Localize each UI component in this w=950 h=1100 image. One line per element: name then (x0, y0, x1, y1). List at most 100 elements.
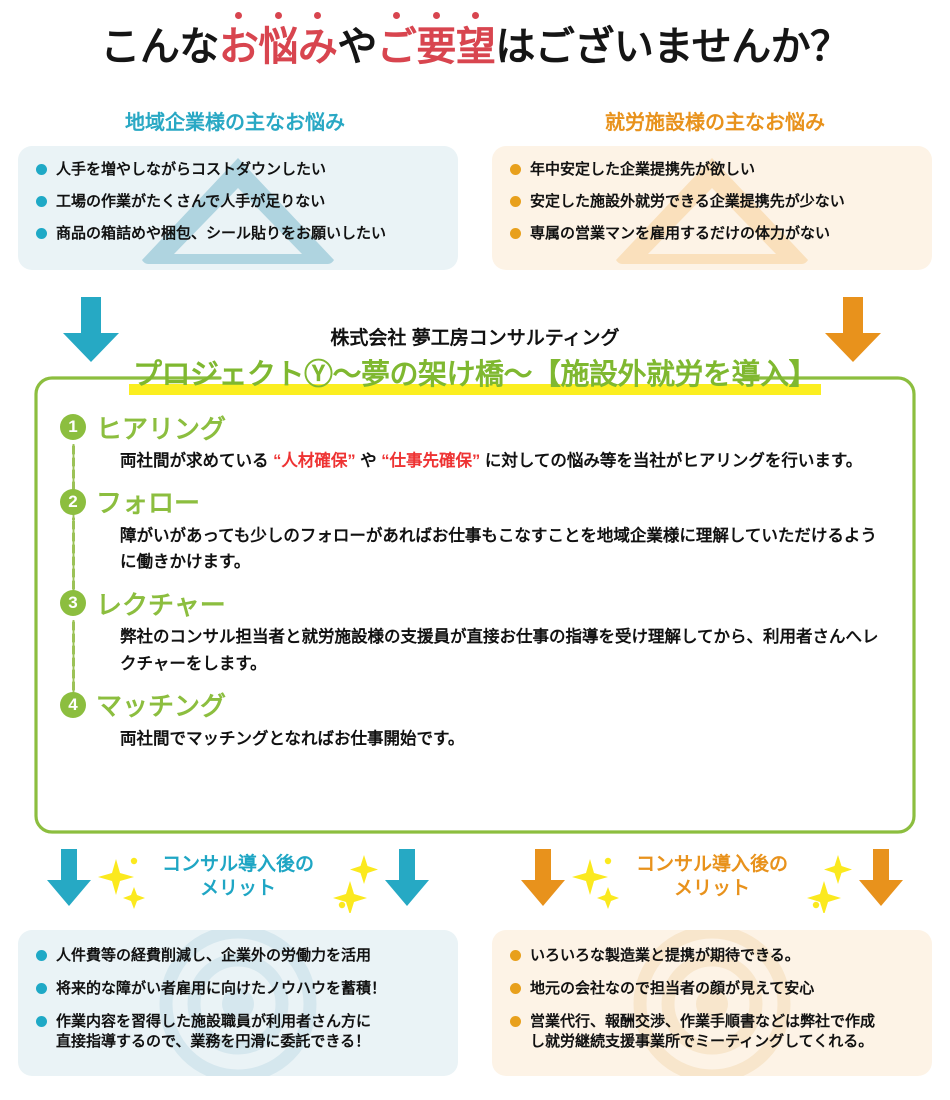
down-arrow-teal-icon (384, 849, 430, 912)
list-item: 人手を増やしながらコストダウンしたい (36, 162, 458, 177)
list-item: 専属の営業マンを雇用するだけの体力がない (510, 226, 932, 241)
bullet-dot-icon (36, 196, 47, 207)
step-number-badge: 4 (60, 691, 86, 718)
merit-header-line1: コンサル導入後の (161, 854, 314, 875)
list-item: 年中安定した企業提携先が欲しい (510, 162, 932, 177)
warning-triangle-watermark-icon (616, 158, 808, 264)
down-arrow-orange-icon (824, 297, 882, 363)
project-company-name: 株式会社 夢工房コンサルティング (330, 328, 620, 349)
problems-heading-facility: 就労施設様の主なお悩み (605, 112, 825, 134)
merit-list-company: 人件費等の経費削減し、企業外の労働力を活用 将来的な障がい者雇用に向けたノウハウ… (18, 930, 458, 1052)
list-item: 作業内容を習得した施設職員が利用者さん方に 直接指導するので、業務を円滑に委託で… (36, 1012, 458, 1052)
list-item-label: いろいろな製造業と提携が期待できる。 (530, 947, 800, 964)
step-text-post: に対しての悩み等を当社がヒアリングを行います。 (480, 452, 863, 470)
merit-header-text: コンサル導入後の メリット (18, 853, 458, 902)
emphasis-dots-worries (219, 12, 338, 19)
down-arrow-orange-icon (520, 849, 566, 912)
list-item-label: 地元の会社なので担当者の顔が見えて安心 (530, 980, 815, 998)
list-item: 商品の箱詰めや梱包、シール貼りをお願いしたい (36, 226, 458, 241)
process-box: 1 ヒアリング 両社間が求めている “人材確保” や “仕事先確保” に対しての… (32, 374, 918, 836)
step-highlight-1: “人材確保” (273, 452, 356, 470)
page-title: こんなお悩みやご要望はございませんか？ (0, 12, 950, 72)
title-segment-plain-2: はございませんか？ (495, 25, 850, 69)
bullet-dot-icon (36, 228, 47, 239)
step-description: 両社間が求めている “人材確保” や “仕事先確保” に対しての悩み等を当社がヒ… (120, 448, 892, 475)
bullet-dot-icon (36, 950, 47, 961)
merit-header-text: コンサル導入後の メリット (492, 853, 932, 902)
list-item: 工場の作業がたくさんで人手が足りない (36, 194, 458, 209)
step-header: 1 ヒアリング (58, 410, 892, 444)
list-item: 人件費等の経費削減し、企業外の労働力を活用 (36, 946, 458, 966)
warning-triangle-watermark-icon (142, 158, 334, 264)
step-title: マッチング (96, 691, 227, 722)
process-step-1: 1 ヒアリング 両社間が求めている “人材確保” や “仕事先確保” に対しての… (58, 410, 892, 520)
title-emphasis-requests-text: ご要望 (376, 25, 496, 69)
list-item: 将来的な障がい者雇用に向けたノウハウを蓄積！ (36, 979, 458, 999)
merit-header-facility: コンサル導入後の メリット (492, 845, 932, 931)
list-item-label: 営業代行、報酬交渉、作業手順書などは弊社で作成 し就労継続支援事業所でミーティン… (530, 1013, 876, 1051)
step-number-badge: 2 (60, 488, 86, 515)
process-box-frame (34, 376, 916, 834)
list-item-label: 人件費等の経費削減し、企業外の労働力を活用 (56, 947, 372, 964)
sparkle-icon (572, 857, 619, 909)
list-item-label: 人手を増やしながらコストダウンしたい (56, 161, 327, 178)
list-item: 営業代行、報酬交渉、作業手順書などは弊社で作成 し就労継続支援事業所でミーティン… (510, 1012, 932, 1052)
list-item-label: 将来的な障がい者雇用に向けたノウハウを蓄積！ (56, 980, 387, 998)
bullet-dot-icon (510, 1016, 521, 1028)
down-arrow-orange-icon (858, 849, 904, 912)
bullet-dot-icon (510, 228, 521, 239)
process-step-4: 4 マッチング 両社間でマッチングとなればお仕事開始です。 (58, 688, 892, 753)
step-header: 3 レクチャー (58, 586, 892, 620)
step-title: ヒアリング (96, 413, 227, 444)
title-emphasis-worries: お悩み (218, 12, 338, 69)
merit-box-facility: いろいろな製造業と提携が期待できる。 地元の会社なので担当者の顔が見えて安心 営… (492, 930, 932, 1076)
process-steps: 1 ヒアリング 両社間が求めている “人材確保” や “仕事先確保” に対しての… (32, 374, 918, 836)
list-item-label: 年中安定した企業提携先が欲しい (530, 161, 756, 178)
list-item-label: 作業内容を習得した施設職員が利用者さん方に 直接指導するので、業務を円滑に委託で… (56, 1013, 372, 1051)
step-connector-dots (72, 444, 75, 520)
bullet-dot-icon (510, 196, 521, 207)
problems-list-company: 人手を増やしながらコストダウンしたい 工場の作業がたくさんで人手が足りない 商品… (18, 146, 458, 241)
list-item-label: 工場の作業がたくさんで人手が足りない (56, 193, 326, 210)
step-number-badge: 3 (60, 590, 86, 617)
step-text-mid: や (355, 452, 382, 470)
step-header: 4 マッチング (58, 688, 892, 722)
sparkle-icon (98, 857, 145, 909)
bullet-dot-icon (510, 950, 521, 961)
title-emphasis-requests: ご要望 (376, 12, 496, 69)
title-segment-plain-1: こんな (100, 25, 219, 69)
list-item-label: 専属の営業マンを雇用するだけの体力がない (530, 225, 831, 242)
emphasis-dots-requests (377, 12, 496, 19)
bullet-dot-icon (36, 1016, 47, 1028)
step-number-badge: 1 (60, 414, 86, 440)
step-text-pre: 両社間が求めている (120, 452, 274, 470)
list-item: いろいろな製造業と提携が期待できる。 (510, 946, 932, 966)
target-circle-watermark-icon (633, 930, 791, 1076)
project-title: プロジェクトⓎ～夢の架け橋～【施設外就労を導入】 (0, 351, 950, 395)
bullet-dot-icon (510, 983, 521, 995)
step-highlight-2: “仕事先確保” (381, 452, 481, 470)
merit-header-line1: コンサル導入後の (635, 854, 788, 875)
bullet-dot-icon (36, 983, 47, 995)
title-segment-plain-mid: や (337, 25, 377, 69)
process-step-2: 2 フォロー 障がいがあっても少しのフォローがあればお仕事もこなすことを地域企業… (58, 485, 892, 595)
problems-heading-company: 地域企業様の主なお悩み (125, 112, 345, 134)
merit-list-facility: いろいろな製造業と提携が期待できる。 地元の会社なので担当者の顔が見えて安心 営… (492, 930, 932, 1052)
list-item-label: 安定した施設外就労できる企業提携先が少ない (530, 193, 845, 210)
sparkle-icon (807, 855, 852, 913)
problems-box-company: 人手を増やしながらコストダウンしたい 工場の作業がたくさんで人手が足りない 商品… (18, 146, 458, 270)
project-title-text: プロジェクトⓎ～夢の架け橋～【施設外就労を導入】 (128, 351, 821, 395)
sparkle-icon (333, 855, 378, 913)
merit-header-line2: メリット (199, 878, 276, 900)
merit-header-company: コンサル導入後の メリット (18, 845, 458, 931)
step-header: 2 フォロー (58, 485, 892, 519)
step-title: フォロー (96, 488, 201, 519)
step-connector-dots (72, 518, 75, 595)
bullet-dot-icon (36, 164, 47, 175)
merit-header-line2: メリット (673, 878, 750, 900)
problems-list-facility: 年中安定した企業提携先が欲しい 安定した施設外就労できる企業提携先が少ない 専属… (492, 146, 932, 241)
title-emphasis-worries-text: お悩み (218, 25, 338, 69)
problems-box-facility: 年中安定した企業提携先が欲しい 安定した施設外就労できる企業提携先が少ない 専属… (492, 146, 932, 270)
down-arrow-teal-icon (62, 297, 120, 363)
step-title: レクチャー (96, 589, 226, 620)
